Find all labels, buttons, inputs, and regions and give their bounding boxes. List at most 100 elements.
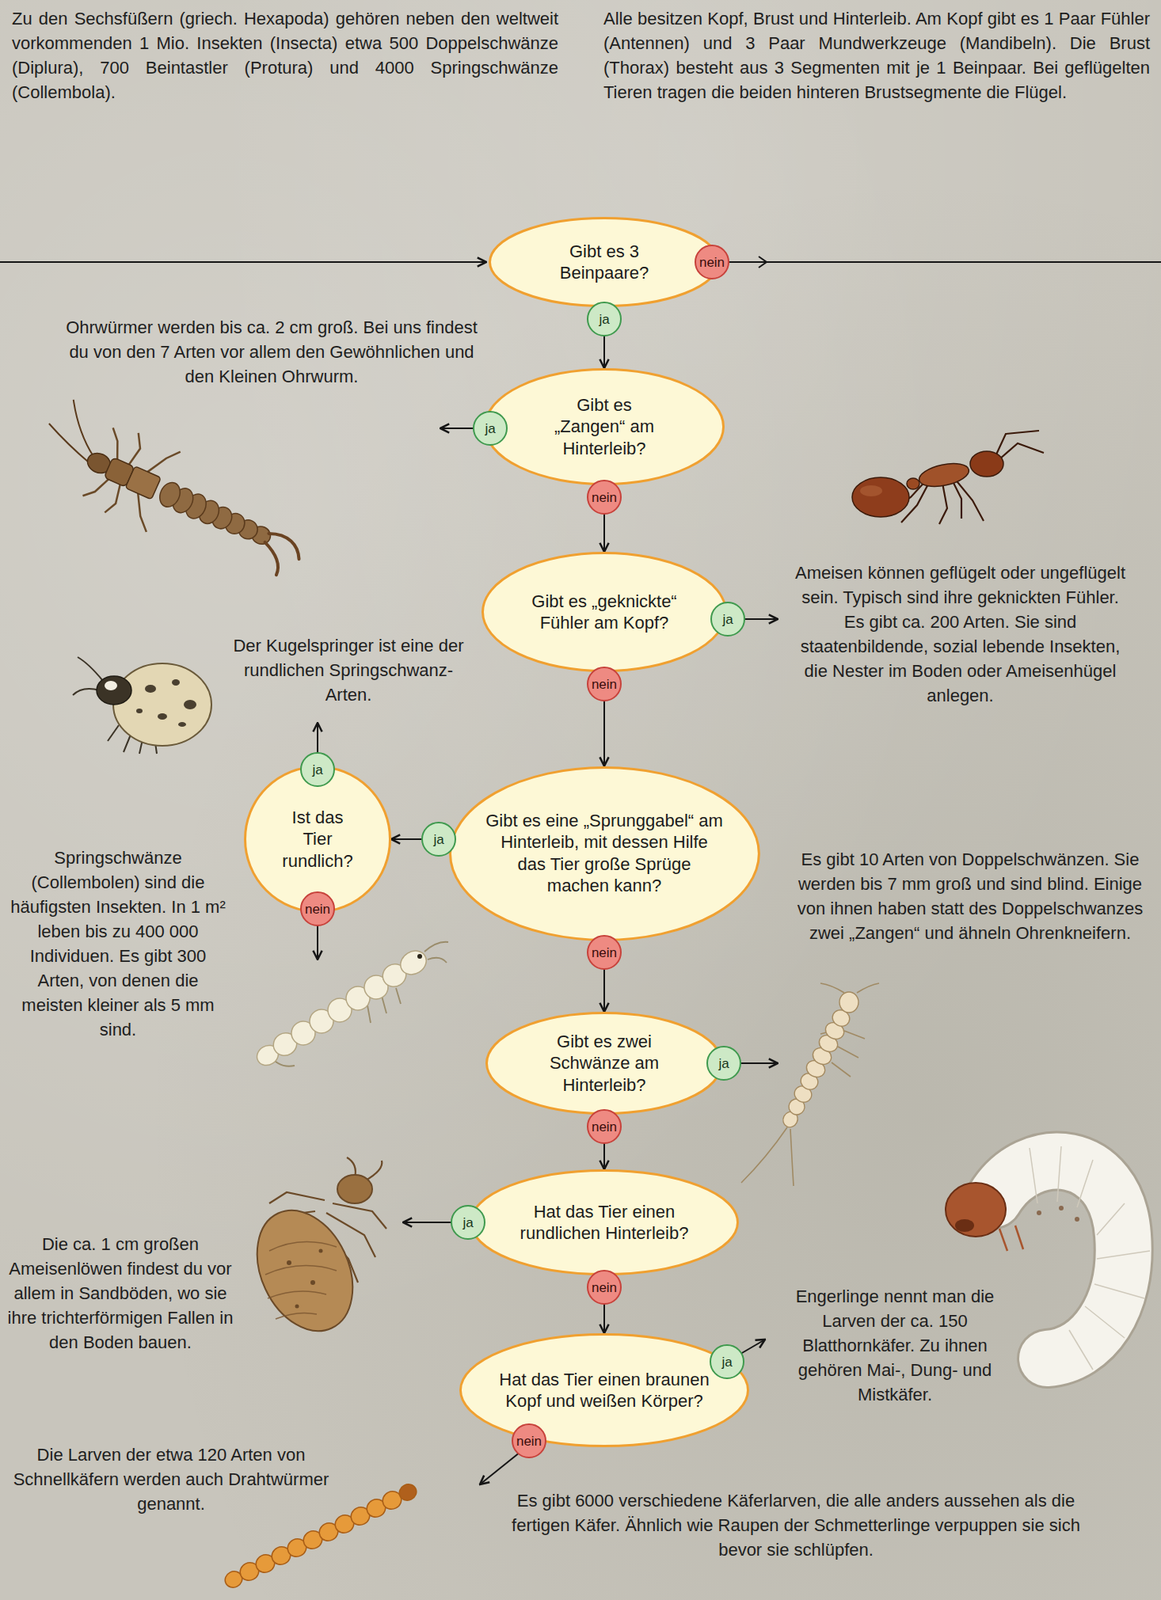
dipluran-illustration: [741, 983, 880, 1187]
globular-springtail-illustration-part-part: [136, 708, 143, 714]
label-text: Springschwänze (Collembolen) sind die hä…: [4, 845, 232, 1043]
grub-illustration-part: [1029, 1146, 1150, 1371]
globular-springtail-illustration-part: [96, 676, 132, 705]
dipluran-illustration-part-part: [844, 1031, 865, 1040]
label-text: Zu den Sechsfüßern (griech. Hexapoda) ge…: [11, 6, 559, 105]
earwig-illustration-part-part: [104, 482, 124, 516]
dipluran-illustration-part-part: [741, 1127, 788, 1184]
earwig-illustration-part-part: [124, 433, 146, 468]
grub-illustration-part-part: [1077, 1160, 1093, 1208]
grub-illustration-part-part: [1074, 1217, 1080, 1222]
antlion-illustration-part-part: [265, 1266, 337, 1276]
earwig-illustration-part: [254, 530, 305, 582]
antlion-illustration-part-part: [286, 1260, 292, 1266]
question-text: Hat das Tier einen braunen Kopf und weiß…: [497, 1369, 712, 1413]
globular-springtail-illustration-part-part: [178, 722, 187, 728]
wireworm-illustration-part: [396, 1481, 420, 1504]
no-badge: nein: [300, 891, 335, 927]
ellipse-outline: [469, 1169, 739, 1276]
earwig-illustration-part-part: [254, 542, 286, 575]
springtail-illustration-part-part: [381, 996, 387, 1014]
label-text: Ohrwürmer werden bis ca. 2 cm groß. Bei …: [53, 315, 490, 389]
label-text: Die Larven der etwa 120 Arten von Schnel…: [4, 1442, 338, 1517]
springtail-illustration-part-part: [395, 946, 431, 980]
globular-springtail-illustration-part-part: [144, 685, 157, 693]
question-block: Gibt es „geknickte“ Fühler am Kopf?: [525, 590, 684, 635]
label-text: Die ca. 1 cm großen Ameisenlöwen findest…: [4, 1232, 237, 1356]
question-block: Gibt es 3 Beinpaare?: [548, 240, 660, 285]
badge-text: nein: [591, 491, 617, 505]
ant-illustration-part: [917, 460, 971, 492]
yes-badge: ja: [300, 752, 335, 788]
globular-springtail-illustration-part: [113, 663, 212, 747]
grub-illustration-part-part: [1057, 1146, 1062, 1203]
badge-text: ja: [722, 612, 733, 627]
earwig-illustration-part: [79, 422, 183, 533]
decision-ellipse: Gibt es 3 Beinpaare?: [488, 216, 720, 308]
antlion-illustration-part-part: [295, 1305, 300, 1310]
globular-springtail-illustration-part: [104, 681, 118, 691]
grub-illustration-part-part: [999, 1229, 1008, 1252]
outgoing-arrows-part: [0, 261, 487, 263]
ant-illustration: [852, 430, 1044, 525]
ant-illustration-part: [860, 485, 883, 497]
ant-illustration-part: [906, 478, 920, 490]
badge-text: nein: [304, 902, 331, 917]
badge-text: nein: [516, 1435, 542, 1449]
globular-springtail-illustration-part-part: [171, 679, 180, 686]
globular-springtail-illustration-part-part: [157, 713, 168, 720]
grub-illustration-part-part: [1084, 1306, 1125, 1339]
no-badge: nein: [586, 1270, 622, 1306]
grub-illustration-part-part: [1094, 1284, 1145, 1299]
yes-badge: ja: [450, 1205, 486, 1241]
grub-illustration-part-part: [1036, 1210, 1042, 1216]
yes-badge: ja: [472, 411, 508, 446]
badge-text: ja: [598, 312, 610, 327]
decision-ellipse: Gibt es „geknickte“ Fühler am Kopf?: [481, 551, 728, 673]
question-text: Ist das Tier rundlich?: [277, 806, 358, 873]
antlion-illustration-part-part: [269, 1192, 325, 1204]
badge-text: nein: [591, 1120, 617, 1135]
label-text: Engerlinge nennt man die Larven der ca. …: [780, 1284, 1010, 1408]
grub-illustration-part: [945, 1183, 1006, 1238]
earwig-illustration: [24, 394, 321, 594]
yes-badge: ja: [709, 1344, 745, 1380]
badge-text: nein: [591, 1281, 617, 1295]
description-text: Engerlinge nennt man die Larven der ca. …: [780, 1284, 1010, 1408]
globular-springtail-illustration-part-part: [183, 700, 197, 710]
earwig-illustration-part-part: [55, 399, 111, 457]
no-badge: nein: [586, 1109, 622, 1145]
question-block: Hat das Tier einen rundlichen Hinterleib…: [513, 1201, 696, 1245]
question-text: Gibt es eine „Sprunggabel“ am Hinterleib…: [485, 810, 724, 898]
earwig-illustration-part-part: [124, 492, 160, 533]
question-block: Hat das Tier einen braunen Kopf und weiß…: [497, 1369, 712, 1413]
earwig-illustration-part-part: [156, 479, 184, 511]
grub-illustration-part: [993, 1161, 1124, 1359]
dipluran-illustration-part-part: [820, 983, 845, 994]
grub-illustration-part-part: [1029, 1148, 1038, 1204]
grub-illustration-part: [1036, 1206, 1080, 1222]
ellipse-outline: [488, 216, 720, 308]
question-block: Ist das Tier rundlich?: [277, 806, 358, 873]
antlion-illustration-part: [238, 1195, 371, 1347]
grub-illustration-part-part: [1096, 1251, 1150, 1260]
question-block: Gibt es eine „Sprunggabel“ am Hinterleib…: [485, 810, 724, 898]
no-badge: nein: [511, 1423, 547, 1459]
ellipse-shape: [449, 767, 759, 941]
antlion-illustration-part-part: [310, 1280, 316, 1286]
question-text: Gibt es „geknickte“ Fühler am Kopf?: [525, 590, 684, 635]
yes-badge: ja: [586, 301, 622, 337]
antlion-illustration-part-part: [267, 1291, 327, 1299]
decision-ellipse: Gibt es „Zangen“ am Hinterleib?: [483, 368, 725, 486]
decision-ellipse: Gibt es eine „Sprunggabel“ am Hinterleib…: [449, 766, 761, 942]
badge-text: ja: [484, 422, 495, 436]
decision-ellipse: Hat das Tier einen rundlichen Hinterleib…: [469, 1169, 739, 1276]
springtail-illustration-part: [417, 954, 423, 960]
ellipse-shape: [471, 1171, 739, 1276]
ant-illustration-part: [852, 477, 910, 518]
globular-springtail-illustration-part: [136, 679, 197, 728]
ant-illustration-part-part: [939, 483, 948, 525]
dipluran-illustration-part-part: [790, 1129, 794, 1187]
label-text: Der Kugelspringer ist eine der rundliche…: [231, 633, 466, 708]
label-text: Ameisen können geflügelt oder ungeflügel…: [791, 560, 1129, 709]
